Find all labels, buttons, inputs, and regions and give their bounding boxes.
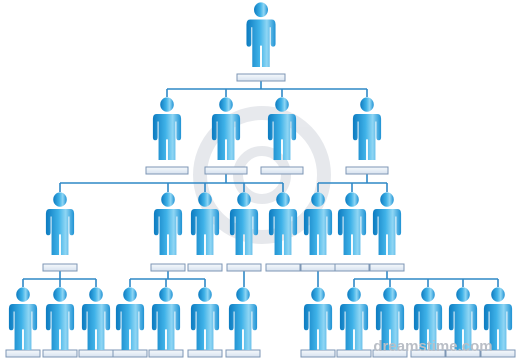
watermark-text: dreamstime.com	[373, 338, 492, 355]
watermark-logo-icon	[193, 106, 331, 244]
person-icon	[246, 2, 276, 67]
name-box	[260, 166, 304, 175]
name-box	[204, 166, 248, 175]
name-box	[445, 349, 481, 358]
person-icon	[81, 287, 111, 350]
name-box	[236, 73, 286, 82]
person-icon	[372, 192, 402, 255]
name-box	[369, 263, 405, 272]
name-box	[300, 349, 336, 358]
person-icon	[211, 97, 241, 160]
name-box	[150, 263, 186, 272]
person-icon	[413, 287, 443, 350]
name-box	[372, 349, 408, 358]
name-box	[42, 263, 78, 272]
name-box	[265, 263, 301, 272]
person-icon	[153, 192, 183, 255]
person-icon	[337, 192, 367, 255]
name-box	[480, 349, 516, 358]
name-box	[5, 349, 41, 358]
name-box	[334, 263, 370, 272]
name-box	[112, 349, 148, 358]
name-box	[42, 349, 78, 358]
name-box	[187, 349, 223, 358]
person-icon	[229, 192, 259, 255]
person-icon	[352, 97, 382, 160]
name-box	[78, 349, 114, 358]
person-icon	[303, 287, 333, 350]
person-icon	[115, 287, 145, 350]
person-icon	[228, 287, 258, 350]
person-icon	[45, 192, 75, 255]
name-boxes	[5, 73, 516, 358]
person-icon	[190, 287, 220, 350]
connector-lines	[22, 81, 499, 287]
name-box	[345, 166, 389, 175]
person-icon	[151, 287, 181, 350]
person-icon	[339, 287, 369, 350]
name-box	[145, 166, 189, 175]
person-icon	[190, 192, 220, 255]
person-icon	[448, 287, 478, 350]
person-icon	[268, 192, 298, 255]
person-icon	[45, 287, 75, 350]
person-icon	[8, 287, 38, 350]
name-box	[225, 349, 261, 358]
name-box	[187, 263, 223, 272]
name-box	[226, 263, 262, 272]
person-icon	[267, 97, 297, 160]
person-icon	[152, 97, 182, 160]
person-icon	[483, 287, 513, 350]
name-box	[148, 349, 184, 358]
person-icon	[303, 192, 333, 255]
name-box	[300, 263, 336, 272]
people-figures	[8, 2, 513, 350]
name-box	[410, 349, 446, 358]
person-icon	[375, 287, 405, 350]
name-box	[336, 349, 372, 358]
